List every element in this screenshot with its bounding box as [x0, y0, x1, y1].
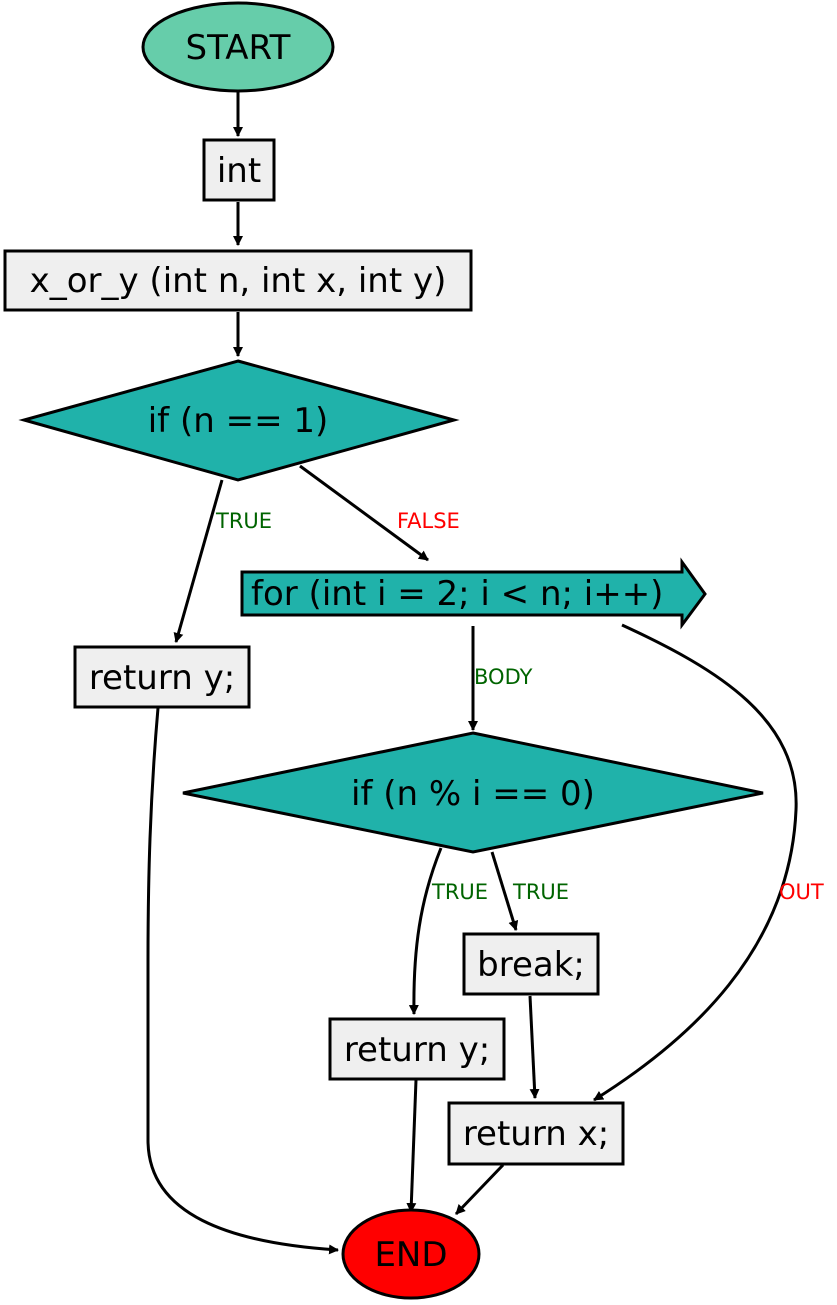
edge-returnx-end	[454, 1163, 505, 1216]
node-break: break;	[462, 932, 600, 996]
function-signature-box	[3, 249, 473, 312]
edges	[146, 92, 798, 1255]
if-n-mod-i-label: if (n % i == 0)	[351, 774, 595, 814]
edge-label-mod-true-b: TRUE	[512, 880, 569, 904]
int-label: int	[217, 151, 261, 191]
edge-label-if1-true: TRUE	[215, 509, 272, 533]
node-start: START	[141, 1, 335, 93]
edge-for-out	[593, 623, 798, 1102]
node-for-loop: for (int i = 2; i < n; i++)	[240, 557, 707, 630]
node-if-n-equals-1: if (n == 1)	[18, 359, 460, 482]
node-return-y-middle: return y;	[328, 1017, 506, 1081]
edge-returny1-end	[146, 707, 339, 1255]
edge-mod-true-a	[408, 847, 443, 1015]
if-n-equals-1-diamond	[18, 359, 460, 482]
start-ellipse	[141, 1, 335, 93]
return-x-box	[447, 1101, 625, 1166]
node-return-y-left: return y;	[73, 645, 251, 709]
edge-if-false	[299, 464, 429, 562]
node-function-signature: x_or_y (int n, int x, int y)	[3, 249, 473, 312]
if-n-equals-1-label: if (n == 1)	[148, 401, 329, 441]
for-loop-arrow-shape	[240, 557, 707, 630]
return-x-label: return x;	[463, 1114, 609, 1154]
break-box	[462, 932, 600, 996]
node-return-x: return x;	[447, 1101, 625, 1166]
edge-mod-true-b	[490, 851, 519, 931]
start-label: START	[186, 28, 291, 68]
for-loop-label: for (int i = 2; i < n; i++)	[251, 574, 663, 614]
edge-labels: TRUE FALSE BODY OUT TRUE TRUE	[215, 509, 824, 904]
end-ellipse	[341, 1208, 481, 1300]
return-y-left-box	[73, 645, 251, 709]
edge-if-true	[173, 479, 224, 643]
int-box	[202, 138, 276, 202]
return-y-middle-box	[328, 1017, 506, 1081]
edge-returny2-end	[406, 1079, 418, 1213]
node-int: int	[202, 138, 276, 202]
edge-label-for-body: BODY	[474, 665, 533, 689]
edge-break-returnx	[528, 995, 540, 1099]
edge-label-if1-false: FALSE	[397, 509, 460, 533]
return-y-left-label: return y;	[89, 658, 235, 698]
end-label: END	[374, 1235, 447, 1275]
edge-label-for-out: OUT	[779, 880, 824, 904]
return-y-middle-label: return y;	[344, 1030, 490, 1070]
edge-label-mod-true-a: TRUE	[431, 880, 488, 904]
node-end: END	[341, 1208, 481, 1300]
node-if-n-mod-i: if (n % i == 0)	[182, 731, 764, 854]
function-signature-label: x_or_y (int n, int x, int y)	[30, 261, 447, 301]
break-label: break;	[477, 945, 585, 985]
if-n-mod-i-diamond	[182, 731, 764, 854]
